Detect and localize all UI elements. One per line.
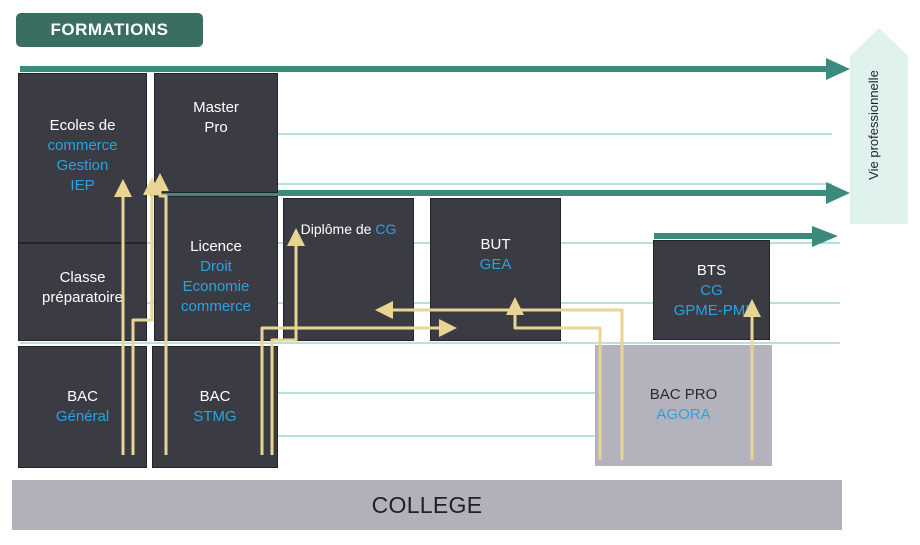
box-bac-general: BAC Général (18, 346, 147, 468)
box-bac-pro: BAC PRO AGORA (595, 345, 772, 466)
box-ecoles-title: Ecoles de (49, 117, 116, 134)
box-classe: Classe préparatoire (18, 243, 147, 341)
box-bac-pro-title: BAC PRO (649, 386, 718, 403)
box-bac-pro-sub: AGORA (656, 406, 711, 423)
box-but-title: BUT (480, 236, 511, 253)
college-bar: COLLEGE (12, 480, 842, 530)
box-bac-general-title: BAC (67, 388, 98, 405)
box-classe-title: Classe préparatoire (42, 269, 123, 306)
box-bts-sub: CG GPME-PMI (673, 282, 750, 319)
box-diplome-title: Diplôme de (300, 221, 376, 237)
vie-professionnelle-arrow (850, 28, 908, 224)
path-bac-stmg-diplome (270, 228, 305, 455)
box-bts-title: BTS (696, 262, 727, 279)
path-bac-stmg-master (151, 173, 169, 455)
box-bac-stmg-sub: STMG (193, 408, 237, 425)
box-bac-general-sub: Général (55, 408, 110, 425)
path-bac-pro-but (506, 297, 602, 460)
box-licence-title: Licence (190, 238, 242, 255)
box-master-title: Master Pro (193, 99, 239, 136)
box-bac-stmg-title: BAC (199, 388, 231, 405)
career-arrows (20, 58, 850, 247)
path-bac-pro-diplome (375, 301, 624, 460)
box-master: Master Pro (154, 73, 278, 193)
box-but: BUT GEA (430, 198, 561, 341)
formations-title: FORMATIONS (16, 13, 203, 47)
box-bac-stmg: BAC STMG (152, 346, 278, 468)
box-but-sub: GEA (479, 256, 512, 273)
box-licence-sub: Droit Economie commerce (180, 258, 251, 315)
box-ecoles: Ecoles de commerce Gestion IEP (18, 73, 147, 243)
path-bac-general-licence (131, 177, 161, 455)
box-ecoles-sub: commerce Gestion IEP (47, 137, 118, 194)
path-bac-stmg-but (260, 319, 457, 455)
box-diplome-sub: CG (375, 221, 397, 237)
